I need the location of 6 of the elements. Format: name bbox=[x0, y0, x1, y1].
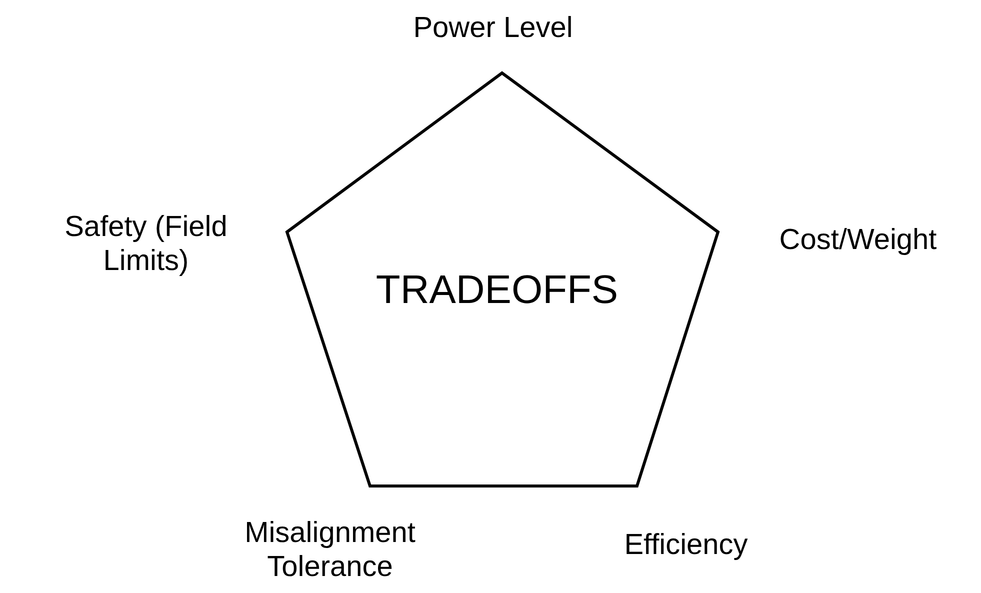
center-title: TRADEOFFS bbox=[376, 267, 618, 313]
vertex-label: Misalignment Tolerance bbox=[244, 516, 416, 584]
vertex-label: Safety (Field Limits) bbox=[64, 210, 228, 278]
vertex-label: Power Level bbox=[412, 11, 574, 45]
vertex-label: Cost/Weight bbox=[778, 223, 938, 257]
vertex-label: Efficiency bbox=[623, 528, 749, 562]
